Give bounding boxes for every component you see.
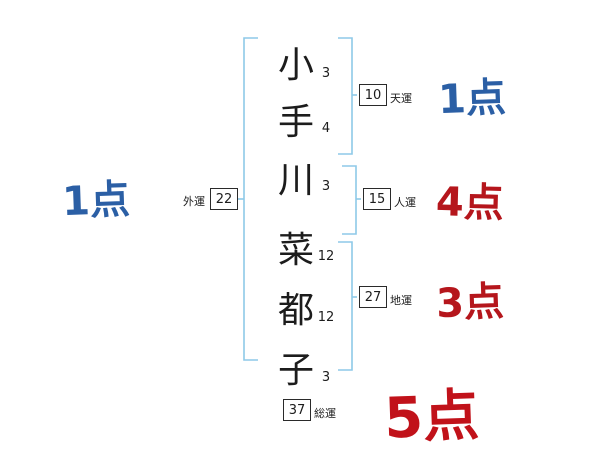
name-char-6: 子 xyxy=(277,350,314,391)
jinun-label: 人運 xyxy=(394,196,416,209)
bracket-gaiun xyxy=(243,37,258,361)
tenun-score: 1点 xyxy=(437,74,507,124)
name-char-2: 手 xyxy=(277,102,314,143)
chiun-score: 3点 xyxy=(435,278,505,328)
soun-value-box: 37 xyxy=(283,399,311,421)
gaiun-value-box: 22 xyxy=(210,188,238,210)
jinun-value-box: 15 xyxy=(363,188,391,210)
name-char-4: 菜 xyxy=(277,230,314,271)
chiun-label: 地運 xyxy=(390,294,412,307)
stroke-count-5: 12 xyxy=(317,310,335,325)
name-char-5: 都 xyxy=(277,290,314,331)
gaiun-label: 外運 xyxy=(183,195,205,208)
name-char-3: 川 xyxy=(277,160,314,201)
stroke-count-3: 3 xyxy=(321,179,331,194)
soun-score: 5点 xyxy=(383,383,481,452)
bracket-tenun xyxy=(338,37,353,155)
tenun-label: 天運 xyxy=(390,92,412,105)
name-char-1: 小 xyxy=(277,45,314,86)
stroke-count-1: 3 xyxy=(321,66,331,81)
stroke-count-4: 12 xyxy=(317,249,335,264)
bracket-chiun xyxy=(338,241,353,371)
bracket-jinun xyxy=(342,165,357,235)
chiun-value-box: 27 xyxy=(359,286,387,308)
soun-label: 総運 xyxy=(314,407,336,420)
tenun-value-box: 10 xyxy=(359,84,387,106)
stroke-count-2: 4 xyxy=(321,121,331,136)
stroke-count-6: 3 xyxy=(321,370,331,385)
jinun-score: 4点 xyxy=(435,179,505,227)
gaiun-score: 1点 xyxy=(61,176,131,226)
